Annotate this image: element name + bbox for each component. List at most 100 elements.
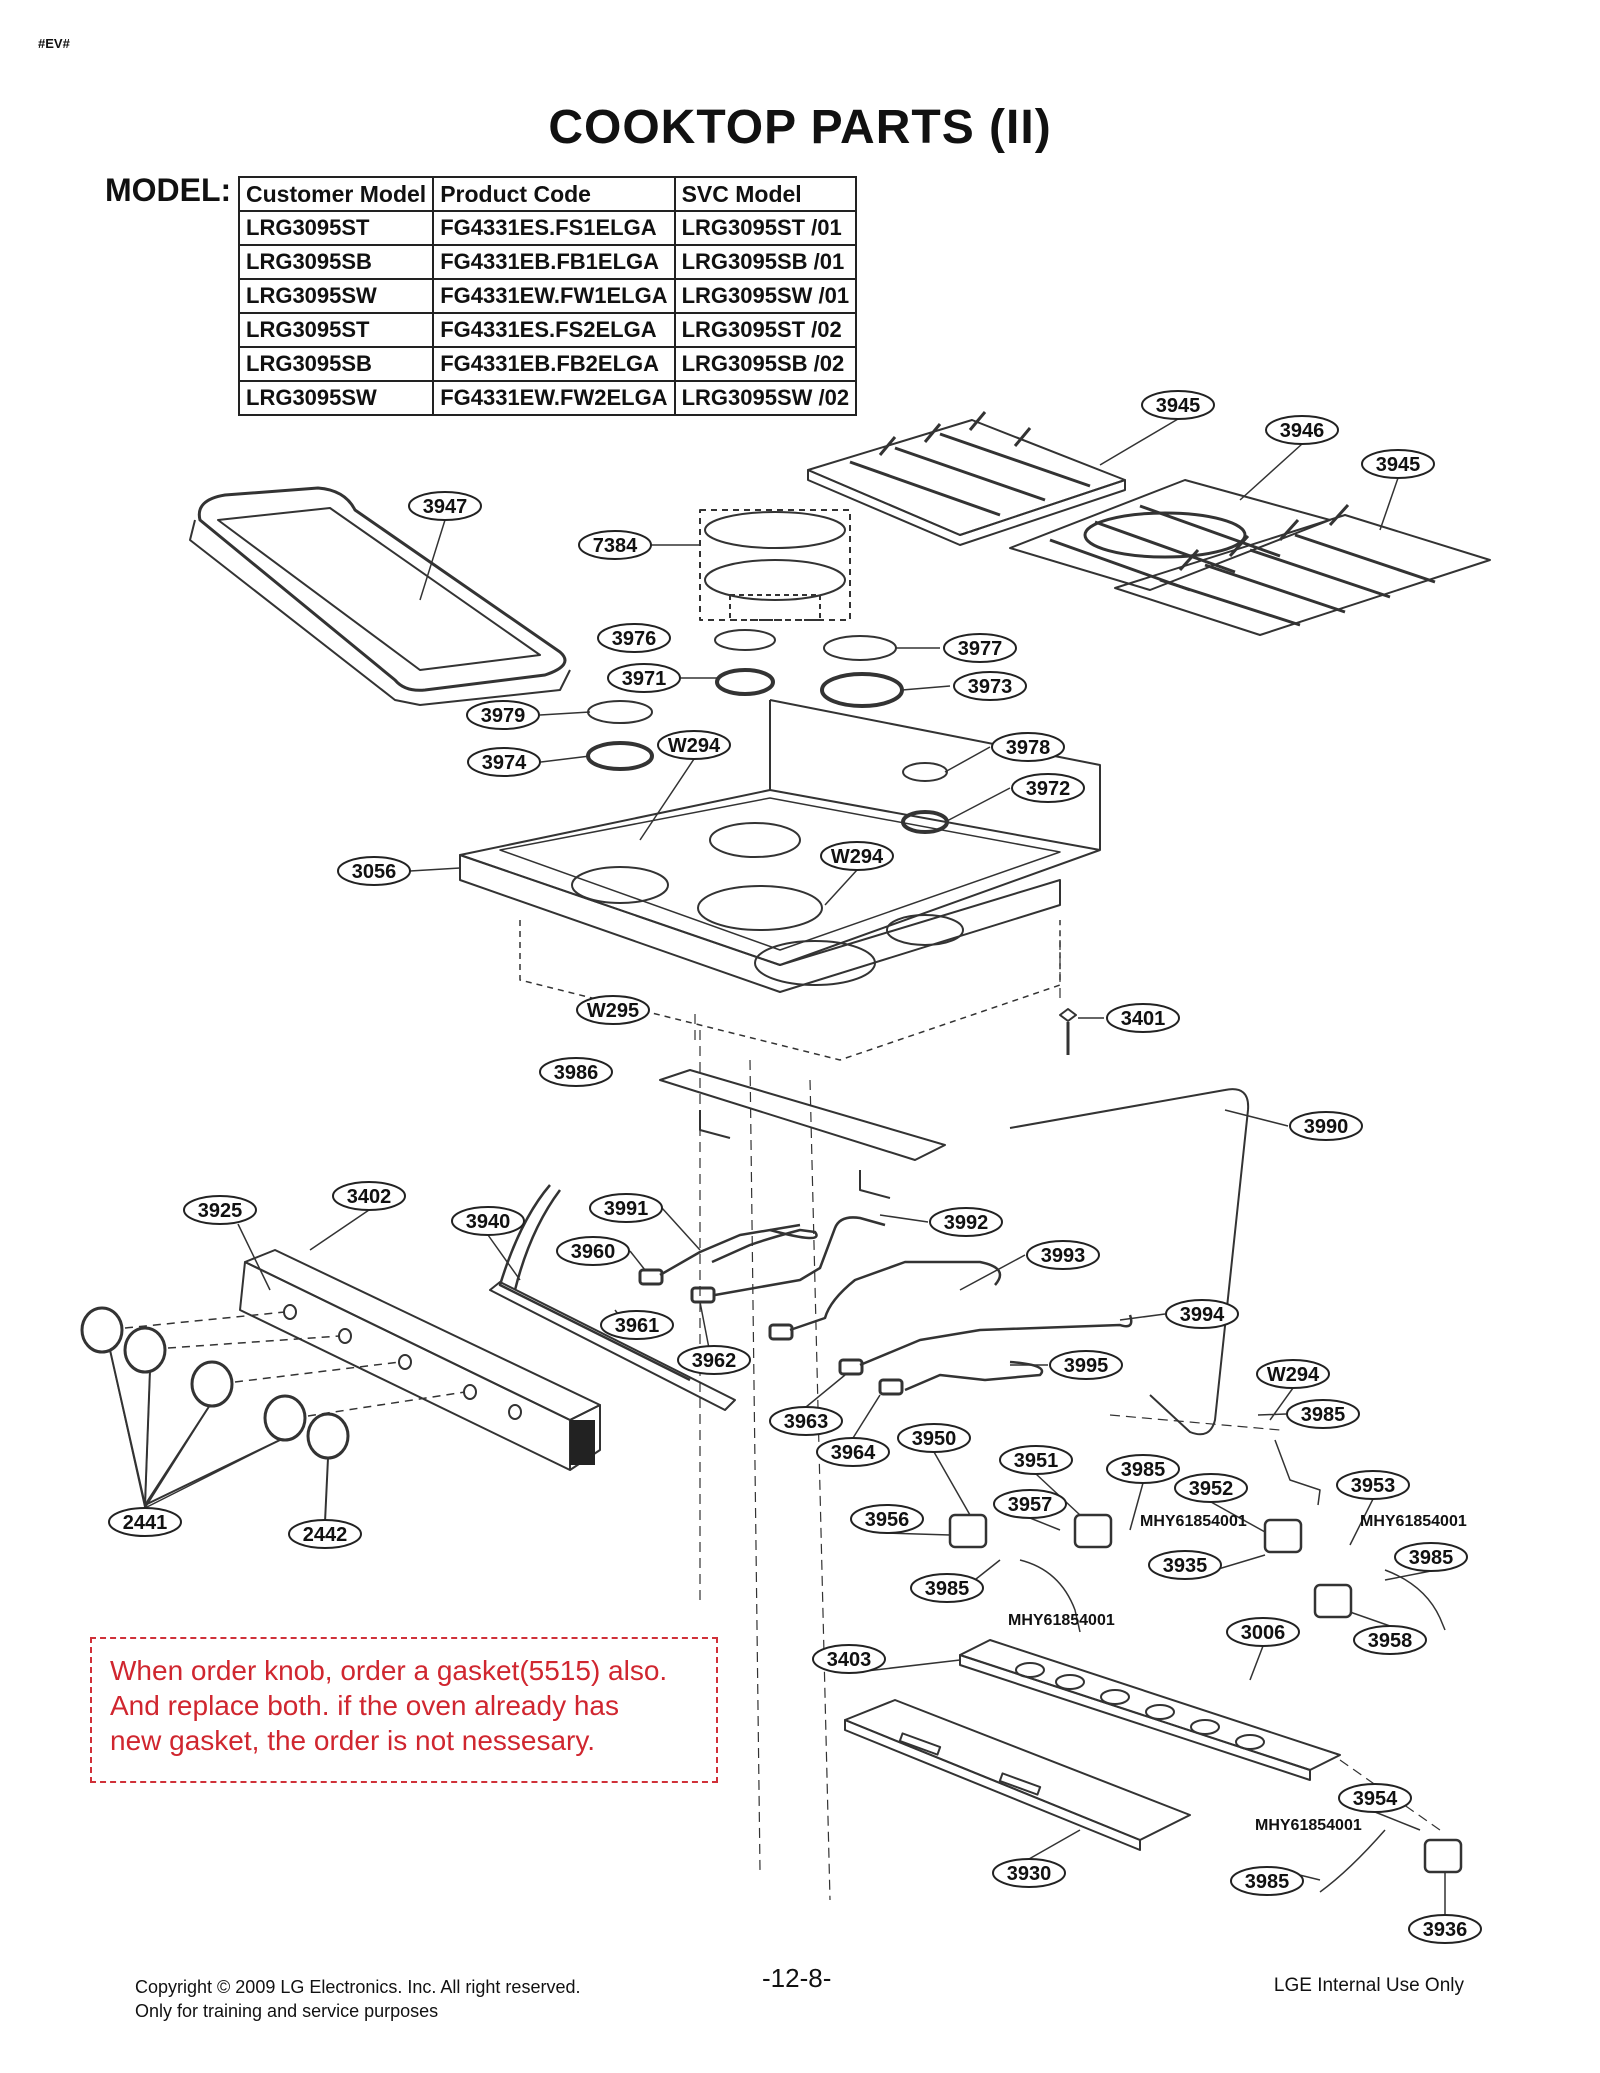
svc-model-cell: LRG3095SW /02 xyxy=(673,380,858,416)
callout-label: 3993 xyxy=(1041,1245,1086,1267)
electrode-wire xyxy=(1319,1829,1386,1893)
callout-label: 3994 xyxy=(1180,1304,1225,1326)
part-callout-3961: 3961 xyxy=(600,1309,674,1340)
callout-oval xyxy=(992,1858,1066,1888)
part-callout-w294: W294 xyxy=(820,841,894,906)
callout-leader-line xyxy=(539,711,591,716)
callout-oval xyxy=(337,856,411,886)
internal-use-text: LGE Internal Use Only xyxy=(1273,1975,1464,1996)
callout-label: 3006 xyxy=(1241,1622,1286,1644)
part-callout-7384: 7384 xyxy=(578,530,700,560)
callout-leader-line xyxy=(1099,418,1179,466)
callout-leader-line xyxy=(1028,1829,1081,1860)
callout-leader-line xyxy=(1349,1498,1374,1546)
callout-oval xyxy=(597,623,671,653)
part-code: MHY61854001 xyxy=(1360,1513,1467,1530)
note-line: new gasket, the order is not nessesary. xyxy=(110,1725,596,1756)
manifold-bracket xyxy=(659,1069,946,1199)
callout-label: 2442 xyxy=(303,1524,348,1546)
callout-leader-line xyxy=(540,755,591,763)
part-callout-3985: 3985 xyxy=(1106,1454,1180,1531)
part-callout-3972: 3972 xyxy=(944,773,1085,823)
callout-oval xyxy=(657,730,731,760)
callout-label: 3960 xyxy=(571,1241,616,1263)
burner-head xyxy=(715,668,775,696)
callout-label: 3953 xyxy=(1351,1475,1396,1497)
callout-oval xyxy=(1265,415,1339,445)
electrode-wire xyxy=(1274,1439,1321,1506)
column-header: Customer Model xyxy=(237,176,435,212)
callout-leader-line xyxy=(1349,1611,1391,1627)
callout-oval xyxy=(1338,1783,1412,1813)
callout-oval xyxy=(1286,1399,1360,1429)
callout-leader-line xyxy=(639,758,695,841)
customer-model-cell: LRG3095SB xyxy=(237,346,435,382)
callout-oval xyxy=(1026,1240,1100,1270)
callout-leader-line xyxy=(144,1439,281,1509)
callout-leader-line xyxy=(852,1394,881,1439)
callout-label: 3995 xyxy=(1064,1355,1109,1377)
svc-model-cell: LRG3095ST /01 xyxy=(673,210,858,246)
burner-base-bracket xyxy=(959,1639,1341,1781)
part-callout-3957: 3957 xyxy=(993,1489,1067,1531)
product-code-cell: FG4331EW.FW2ELGA xyxy=(432,380,676,416)
part-code: MHY61854001 xyxy=(1140,1513,1247,1530)
callout-oval xyxy=(589,1193,663,1223)
leveling-leg xyxy=(1059,1008,1077,1055)
callout-oval xyxy=(1141,390,1215,420)
part-callout-3985: 3985 xyxy=(1230,1866,1321,1896)
knob xyxy=(123,1326,167,1374)
part-callout-3925: 3925 xyxy=(183,1195,271,1291)
callout-label: 3056 xyxy=(352,861,397,883)
part-callout-2442: 2442 xyxy=(288,1519,362,1549)
part-callout-3992: 3992 xyxy=(879,1207,1003,1237)
burner-grate-left xyxy=(807,411,1126,546)
electrode-wire xyxy=(1019,1559,1081,1633)
callout-leader-line xyxy=(661,1207,701,1251)
callout-label: 3403 xyxy=(827,1649,872,1671)
callout-oval xyxy=(539,1057,613,1087)
part-callout-3977: 3977 xyxy=(896,633,1017,663)
part-callout-3956: 3956 xyxy=(850,1504,951,1536)
callout-leader-line xyxy=(1257,1413,1287,1416)
part-callout-3930: 3930 xyxy=(992,1829,1081,1888)
part-callout-3985: 3985 xyxy=(1257,1399,1360,1429)
burner-support-plate xyxy=(844,1699,1191,1851)
callout-label: W295 xyxy=(587,1000,639,1022)
product-code-cell: FG4331ES.FS1ELGA xyxy=(432,210,676,246)
table-row: LRG3095ST FG4331ES.FS2ELGA LRG3095ST /02 xyxy=(237,312,858,348)
part-code: MHY61854001 xyxy=(1255,1817,1362,1834)
callout-oval xyxy=(897,1423,971,1453)
callout-oval xyxy=(820,841,894,871)
customer-model-cell: LRG3095SW xyxy=(237,278,435,314)
part-callout-3960: 3960 xyxy=(556,1236,646,1271)
callout-leader-line xyxy=(1249,1645,1264,1681)
callout-label: W294 xyxy=(668,735,721,757)
callout-label: 3961 xyxy=(615,1315,660,1337)
callout-oval xyxy=(108,1507,182,1537)
callout-oval xyxy=(929,1207,1003,1237)
callout-oval xyxy=(1106,1454,1180,1484)
callout-leader-line xyxy=(1384,1570,1432,1581)
callout-label: 3935 xyxy=(1163,1555,1208,1577)
callout-leader-line xyxy=(944,746,991,773)
burner-head xyxy=(820,672,904,708)
table-row: LRG3095SW FG4331EW.FW1ELGA LRG3095SW /01 xyxy=(237,278,858,314)
part-callout-3985: 3985 xyxy=(910,1559,1001,1603)
callout-leader-line xyxy=(879,1214,929,1223)
table-row: LRG3095SB FG4331EB.FB1ELGA LRG3095SB /01 xyxy=(237,244,858,280)
callout-label: 3985 xyxy=(1409,1547,1454,1569)
callout-oval xyxy=(816,1437,890,1467)
part-callout-3978: 3978 xyxy=(944,732,1065,773)
callout-label: 3985 xyxy=(1121,1459,1166,1481)
customer-model-cell: LRG3095ST xyxy=(237,312,435,348)
control-panel xyxy=(239,1249,601,1471)
order-note: When order knob, order a gasket(5515) al… xyxy=(90,1637,718,1783)
callout-oval xyxy=(183,1195,257,1225)
product-code-cell: FG4331EW.FW1ELGA xyxy=(432,278,676,314)
callout-leader-line xyxy=(1239,443,1303,501)
note-line: When order knob, order a gasket(5515) al… xyxy=(110,1655,668,1686)
callout-oval xyxy=(999,1445,1073,1475)
callout-oval xyxy=(993,1489,1067,1519)
